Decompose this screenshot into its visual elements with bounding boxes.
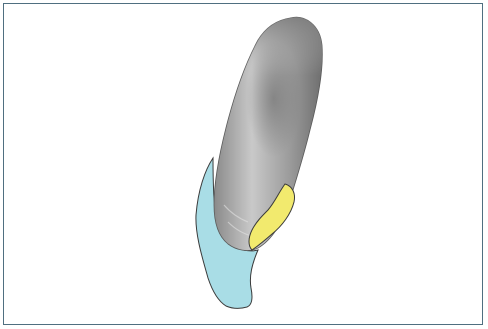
tooth-illustration xyxy=(0,0,488,329)
